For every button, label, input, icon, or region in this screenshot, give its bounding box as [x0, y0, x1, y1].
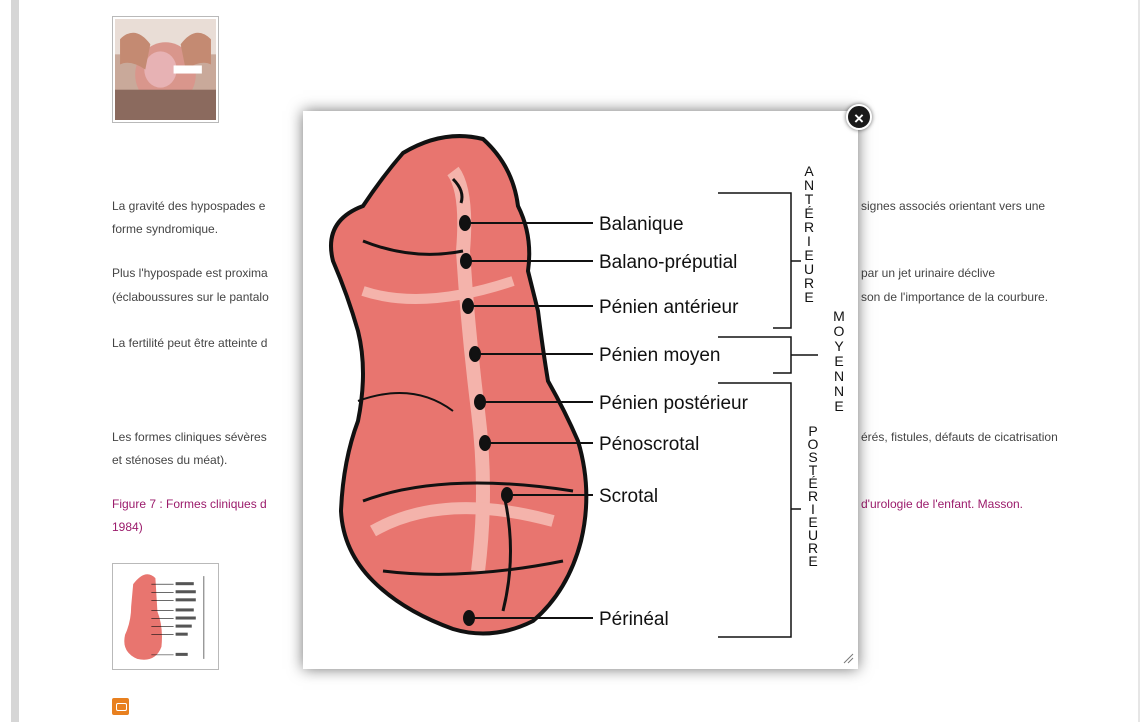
close-icon[interactable]: × — [846, 104, 872, 130]
left-border — [11, 0, 19, 722]
text-fragment: par un jet urinaire déclive — [861, 266, 995, 280]
text-fragment: son de l'importance de la courbure. — [861, 290, 1048, 304]
text-fragment: signes associés orientant vers une — [861, 199, 1045, 213]
right-border — [1138, 0, 1140, 722]
clinical-forms-diagram: Balanique Balano-préputial Pénien antéri… — [303, 111, 858, 669]
thumbnail-photo-image — [115, 19, 216, 120]
label-scrotal: Scrotal — [599, 486, 658, 507]
group-label-posterieure: POSTÉRIEURE — [805, 423, 821, 566]
group-label-moyenne: MOYENNE — [831, 308, 847, 413]
group-label-anterieure: ANTÉRIEURE — [801, 163, 817, 303]
image-lightbox: Balanique Balano-préputial Pénien antéri… — [303, 111, 858, 669]
thumbnail-diagram-image — [115, 566, 216, 667]
label-balano-preputial: Balano-préputial — [599, 252, 737, 273]
figure-caption: Figure 7 : Formes cliniques d — [112, 497, 267, 511]
label-perineal: Périnéal — [599, 609, 669, 630]
label-penoscrotal: Pénoscrotal — [599, 434, 699, 455]
label-balanique: Balanique — [599, 214, 684, 235]
label-penien-anterieur: Pénien antérieur — [599, 297, 739, 318]
resize-grip-icon[interactable] — [842, 652, 854, 664]
thumbnail-photo[interactable] — [112, 16, 219, 123]
text-fragment: La gravité des hypospades e — [112, 199, 265, 213]
label-penien-posterieur: Pénien postérieur — [599, 393, 749, 414]
label-penien-moyen: Pénien moyen — [599, 345, 720, 366]
text-fragment: Les formes cliniques sévères — [112, 430, 267, 444]
anatomy-illustration — [331, 136, 586, 633]
text-fragment: et sténoses du méat). — [112, 453, 227, 467]
text-fragment: forme syndromique. — [112, 222, 218, 236]
thumbnail-diagram[interactable] — [112, 563, 219, 670]
share-icon[interactable] — [112, 698, 129, 715]
text-fragment: La fertilité peut être atteinte d — [112, 336, 267, 350]
text-fragment: érés, fistules, défauts de cicatrisation — [861, 430, 1058, 444]
text-fragment: Plus l'hypospade est proxima — [112, 266, 268, 280]
text-fragment: (éclaboussures sur le pantalo — [112, 290, 269, 304]
figure-caption: 1984) — [112, 520, 143, 534]
figure-caption: d'urologie de l'enfant. Masson. — [861, 497, 1023, 511]
